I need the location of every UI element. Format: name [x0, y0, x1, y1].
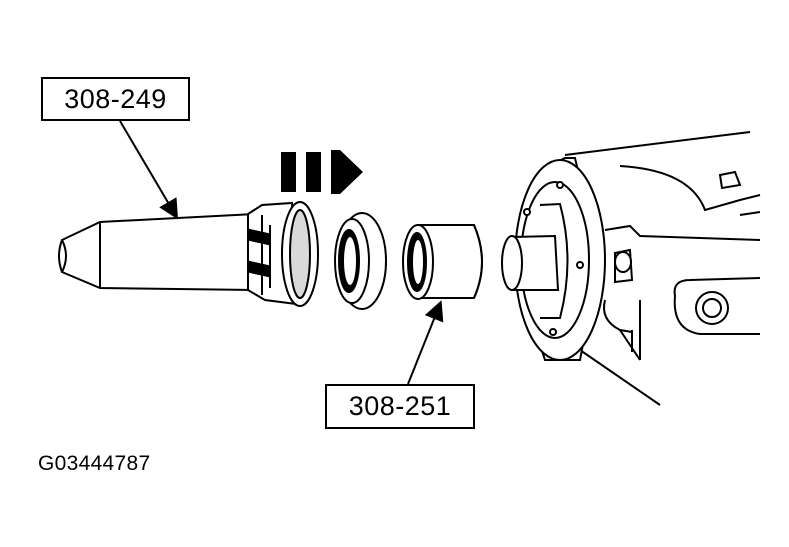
transmission-housing — [501, 131, 761, 406]
leader-line-308-249 — [119, 120, 179, 220]
direction-arrow-icon — [281, 150, 363, 194]
figure-id-label: G03444787 — [38, 452, 151, 475]
installer-tool-308-249 — [58, 201, 319, 307]
callout-label-308-249: 308-249 — [41, 77, 190, 121]
leader-line-308-251 — [407, 300, 444, 385]
callout-label-308-251: 308-251 — [325, 384, 475, 429]
oil-seal — [334, 212, 387, 310]
installer-sleeve-308-251 — [402, 224, 483, 300]
